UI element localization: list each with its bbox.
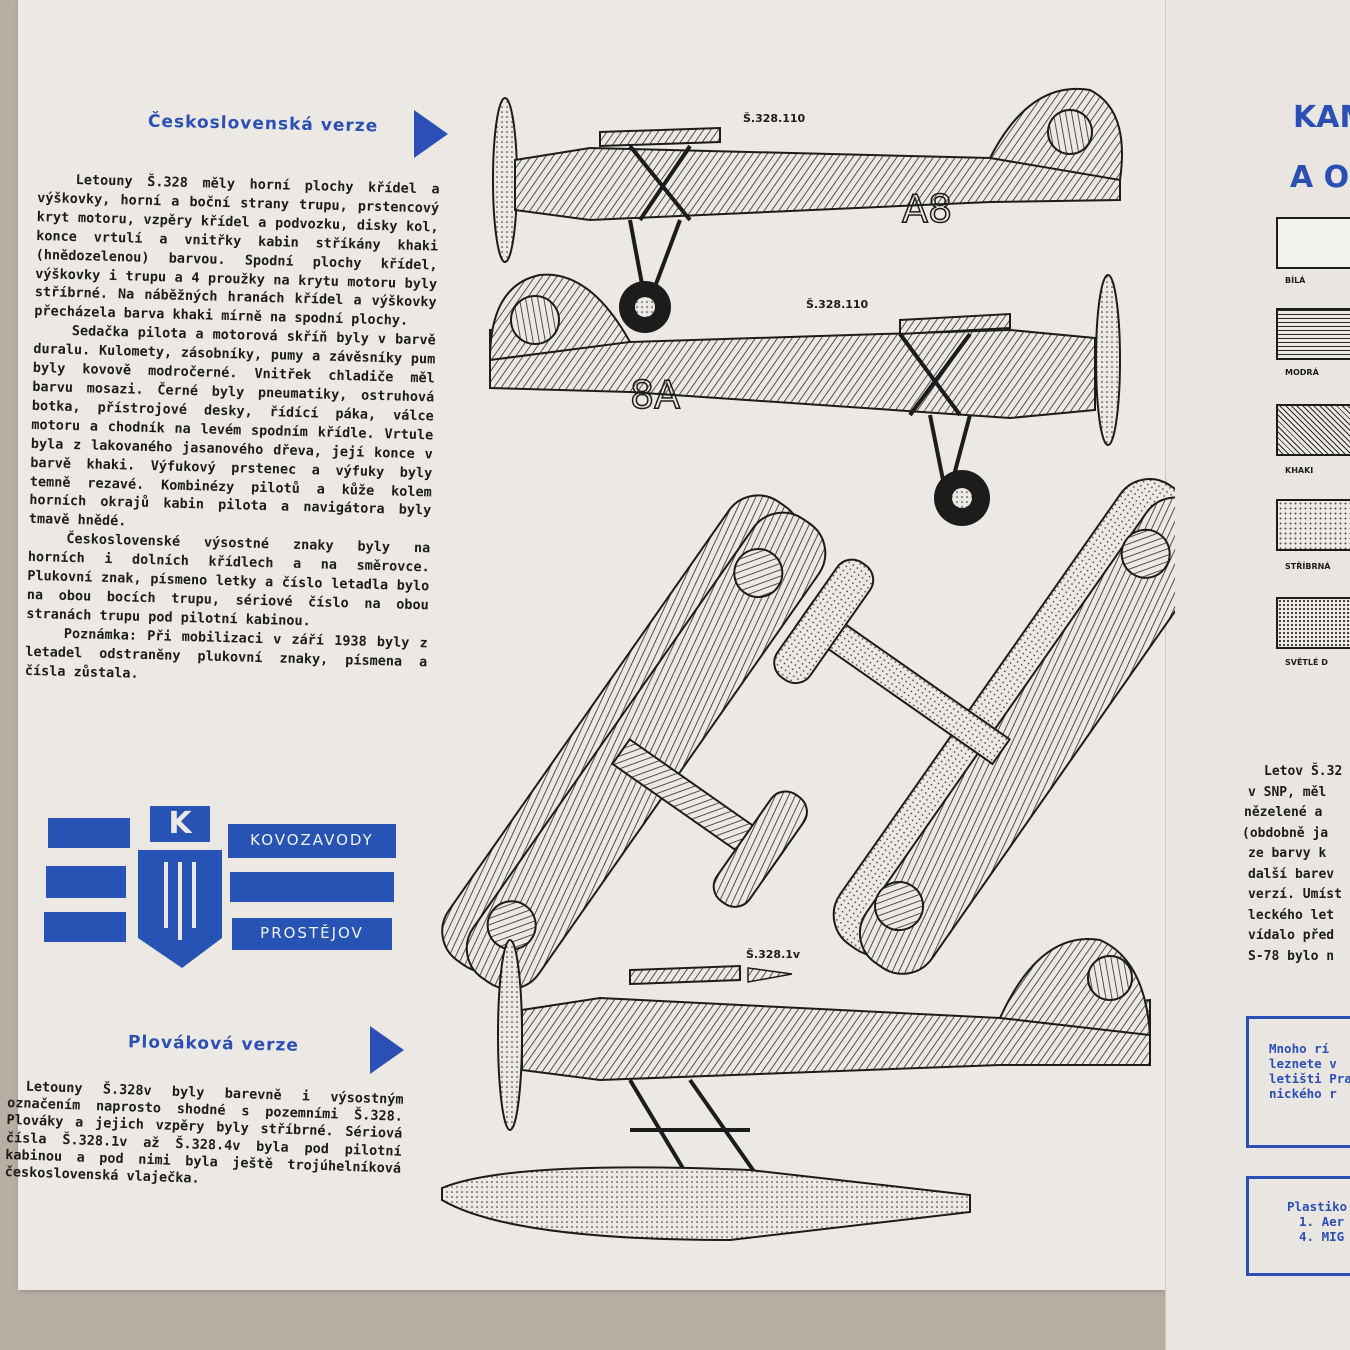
- section2-arrow-icon: [370, 1026, 404, 1074]
- logo-bottom-label: PROSTĚJOV: [260, 924, 364, 942]
- paragraph-colors: Letouny Š.328 měly horní plochy křídel a…: [34, 171, 440, 330]
- swatch-label-blue: MODRÁ: [1285, 368, 1319, 377]
- swatch-khaki: [1276, 404, 1350, 456]
- paragraph-float: Letouny Š.328v byly barevně i výsostným …: [4, 1078, 404, 1187]
- paragraph-markings: Československé výsostné znaky byly na ho…: [26, 531, 431, 630]
- aircraft-drawings: Š.328.110 A8 Š.328.110 8A: [441, 87, 1175, 1242]
- swatch-label-white: BÍLÁ: [1285, 276, 1306, 285]
- logo-letter: K: [150, 806, 210, 842]
- right-title-line2: A O: [1290, 160, 1350, 195]
- section1-body: Letouny Š.328 měly horní plochy křídel a…: [25, 170, 440, 691]
- flag-icon: [747, 967, 793, 983]
- right-text-block: Letov Š.32 v SNP, měl nězelené a (obdobn…: [1242, 764, 1343, 964]
- side-view-mirrored: Š.328.110 8A: [488, 273, 1121, 526]
- swatch-light: [1276, 597, 1350, 649]
- code-right: 8A: [630, 373, 680, 417]
- swatch-white: [1276, 217, 1350, 269]
- swatch-blue: [1276, 308, 1350, 360]
- logo-top-label: KOVOZAVODY: [250, 831, 374, 849]
- swatch-label-light: SVĚTLÉ D: [1285, 658, 1328, 667]
- plan-view-top: [773, 478, 1175, 975]
- paragraph-details: Sedačka pilota a motorová skříň byly v b…: [28, 323, 436, 530]
- serial-mid: Š.328.110: [806, 298, 869, 311]
- code-left: A8: [902, 187, 952, 231]
- swatch-label-khaki: KHAKI: [1285, 466, 1314, 475]
- section1-arrow-icon: [414, 110, 448, 158]
- logo-mark-icon: [138, 850, 222, 968]
- info-box-1: Mnoho rí leznete v letišti Pra nického r: [1246, 1016, 1350, 1148]
- paragraph-note: Poznámka: Při mobilizaci v září 1938 byl…: [24, 625, 428, 682]
- swatch-label-silver: STŘÍBRNÁ: [1285, 562, 1331, 571]
- serial-float: Š.328.1v: [746, 948, 801, 961]
- plan-view-bottom: [441, 494, 827, 990]
- side-view-float: Š.328.1v: [441, 938, 1152, 1242]
- right-title-line1: KAM: [1293, 100, 1350, 135]
- info-box-2: Plastiko 1. Aer 4. MIG: [1246, 1176, 1350, 1276]
- section2-body: Letouny Š.328v byly barevně i výsostným …: [4, 1078, 403, 1195]
- serial-top: Š.328.110: [743, 112, 806, 125]
- section2-heading: Plováková verze: [127, 1032, 300, 1056]
- side-view-top: Š.328.110 A8: [492, 87, 1123, 333]
- swatch-silver: [1276, 499, 1350, 551]
